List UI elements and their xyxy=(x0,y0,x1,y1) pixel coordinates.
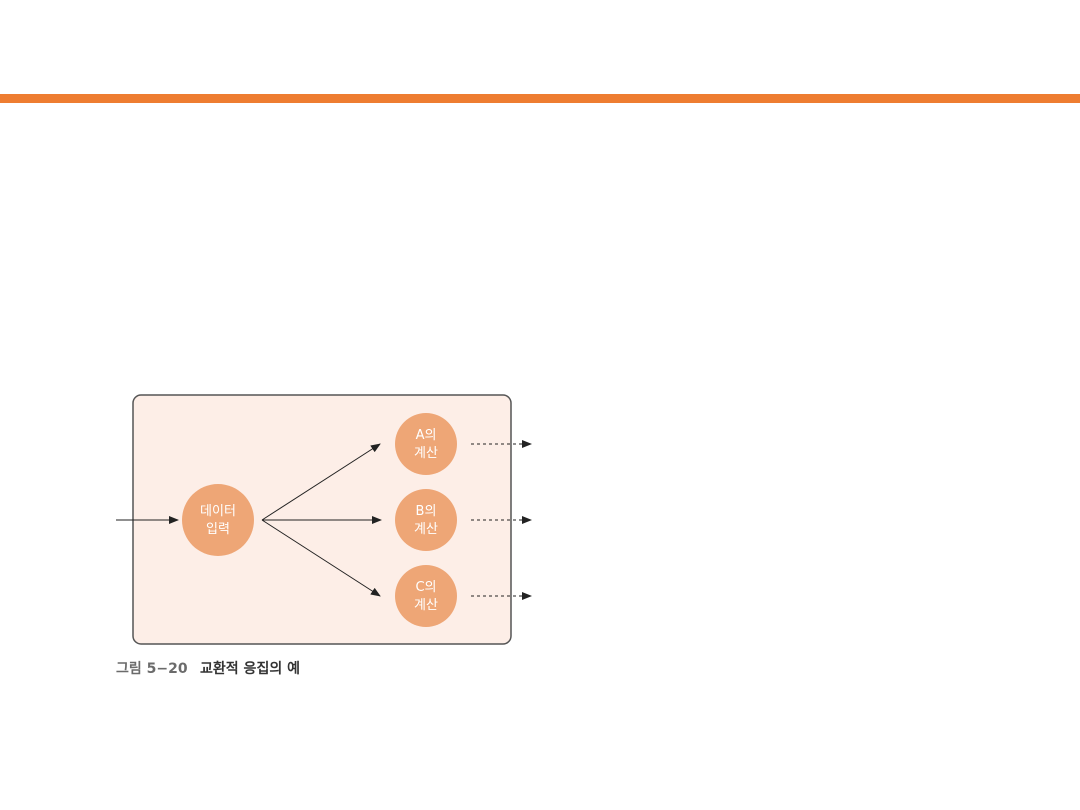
node-calc-c-line1: C의 xyxy=(415,580,436,595)
node-calc-a-line2: 계산 xyxy=(414,446,438,461)
node-calc-b-line2: 계산 xyxy=(414,522,438,537)
node-data-input-line2: 입력 xyxy=(206,522,230,537)
node-data-input: 데이터 입력 xyxy=(182,484,254,556)
node-calc-c-line2: 계산 xyxy=(414,598,438,613)
figure-caption: 그림 5−20 교환적 응집의 예 xyxy=(116,658,300,678)
node-calc-b-line1: B의 xyxy=(416,504,437,519)
figure-number: 그림 5−20 xyxy=(116,661,188,677)
node-data-input-line1: 데이터 xyxy=(200,504,236,519)
figure-title: 교환적 응집의 예 xyxy=(200,661,300,677)
node-calc-a: A의 계산 xyxy=(395,413,457,475)
node-calc-a-line1: A의 xyxy=(416,428,437,443)
node-calc-c: C의 계산 xyxy=(395,565,457,627)
arrow-to-a xyxy=(261,443,381,521)
node-calc-b: B의 계산 xyxy=(395,489,457,551)
header-accent-bar xyxy=(0,94,1080,103)
arrow-to-c xyxy=(261,519,381,597)
